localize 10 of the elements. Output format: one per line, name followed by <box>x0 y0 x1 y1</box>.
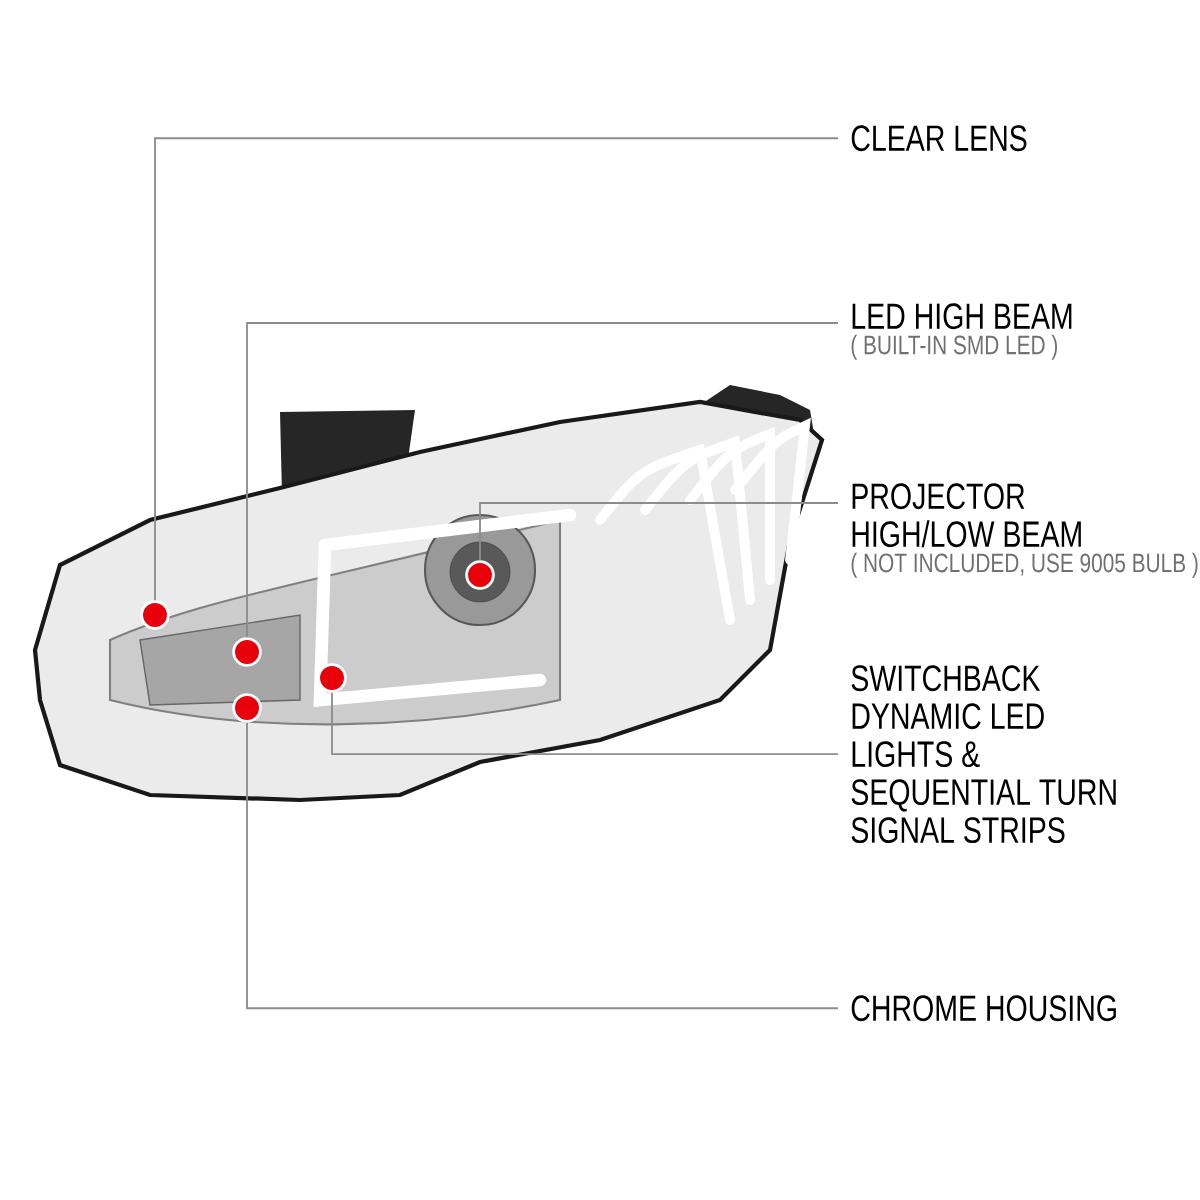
callout-label: PROJECTOR HIGH/LOW BEAM ( NOT INCLUDED, USE 9005 BULB ) <box>851 483 1198 578</box>
leader-line <box>154 137 839 602</box>
leader-line <box>479 502 839 562</box>
callout-label: LED HIGH BEAM ( BUILT-IN SMD LED ) <box>851 303 1072 360</box>
callout-label: CHROME HOUSING <box>851 995 1116 1022</box>
leader-line <box>246 322 839 639</box>
callout-label: SWITCHBACK DYNAMIC LED LIGHTS & SEQUENTIAL TURN SIGNAL STRIPS <box>851 665 1116 844</box>
leader-line <box>246 721 839 1010</box>
leader-line <box>331 691 839 756</box>
callout-label: CLEAR LENS <box>851 125 1027 152</box>
